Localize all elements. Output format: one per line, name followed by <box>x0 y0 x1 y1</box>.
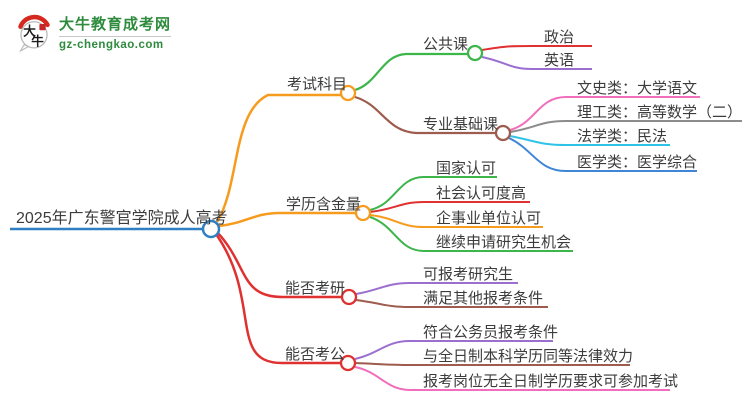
logo-text-block: 大牛教育成考网 gz-chengkao.com <box>59 15 172 51</box>
junction-degree-value <box>354 204 372 222</box>
node-meet-other-requirements: 满足其他报考条件 <box>423 290 544 307</box>
node-eligible-postgraduate: 可报考研究生 <box>423 266 514 283</box>
link-no-fulltime-requirement <box>354 366 670 391</box>
node-root: 2025年广东警官学院成人高考 <box>16 210 228 227</box>
junction-can-take-civil-service <box>339 354 357 372</box>
logo-bubble-tail <box>19 44 30 53</box>
logo-domain: gz-chengkao.com <box>59 35 172 51</box>
daniu-bubble-icon: 大 牛 <box>18 14 50 53</box>
link-medical <box>508 137 697 172</box>
node-public-courses: 公共课 <box>423 36 469 53</box>
link-nationally-recognized <box>369 176 497 211</box>
link-equal-legal-effect <box>354 362 630 366</box>
link-enterprise-recognition <box>369 214 543 228</box>
node-postgraduate-opportunity: 继续申请研究生机会 <box>436 234 572 251</box>
link-social-recognition <box>369 201 530 213</box>
link-meet-civil-servant-requirements <box>354 340 553 360</box>
node-professional-basic-courses: 专业基础课 <box>423 116 499 133</box>
node-can-take-postgraduate-exam: 能否考研 <box>285 280 346 297</box>
junction-public-courses <box>466 44 484 62</box>
node-science-advanced-math: 理工类：高等数学（二） <box>577 104 743 121</box>
junction-exam-subjects <box>339 84 357 102</box>
link-professional-basic-courses <box>354 95 496 135</box>
node-english: 英语 <box>544 52 575 69</box>
node-enterprise-recognition: 企事业单位认可 <box>436 210 542 227</box>
link-exam-subjects <box>215 93 341 223</box>
link-public-courses <box>354 52 468 92</box>
junction-professional-basic-courses <box>494 124 512 142</box>
logo-char-niu: 牛 <box>31 34 44 49</box>
node-law-civil-law: 法学类：民法 <box>577 128 668 145</box>
logo-char-da: 大 <box>23 24 36 39</box>
node-degree-value: 学历含金量 <box>286 196 362 213</box>
site-logo: 大 牛 大牛教育成考网 gz-chengkao.com <box>16 13 172 53</box>
node-no-fulltime-requirement: 报考岗位无全日制学历要求可参加考试 <box>423 373 679 390</box>
junction-root <box>201 219 221 239</box>
node-equal-legal-effect: 与全日制本科学历同等法律效力 <box>423 348 634 365</box>
node-social-recognition: 社会认可度高 <box>436 185 527 202</box>
link-postgraduate-opportunity <box>369 216 573 252</box>
link-can-take-postgraduate <box>216 231 342 299</box>
link-meet-other-requirements <box>355 299 548 308</box>
link-law <box>509 135 670 146</box>
link-science-engineering <box>509 120 742 133</box>
link-english <box>481 56 592 70</box>
link-eligible-postgraduate <box>355 282 518 295</box>
logo-red-arc <box>18 14 50 29</box>
link-can-take-civil-service <box>214 233 341 365</box>
node-meet-civil-servant-requirements: 符合公务员报考条件 <box>423 324 559 341</box>
link-liberal-arts <box>509 96 700 131</box>
node-exam-subjects: 考试科目 <box>287 76 348 93</box>
logo-title: 大牛教育成考网 <box>59 15 172 33</box>
node-politics: 政治 <box>544 29 575 46</box>
node-can-take-civil-service-exam: 能否考公 <box>285 346 346 363</box>
link-politics <box>481 45 592 51</box>
node-liberal-arts-college-chinese: 文史类：大学语文 <box>577 80 698 97</box>
junction-can-take-postgraduate <box>340 288 358 306</box>
logo-seal <box>39 24 46 31</box>
node-nationally-recognized: 国家认可 <box>436 160 497 177</box>
node-medical-comprehensive: 医学类：医学综合 <box>577 154 698 171</box>
link-degree-value <box>218 211 356 228</box>
